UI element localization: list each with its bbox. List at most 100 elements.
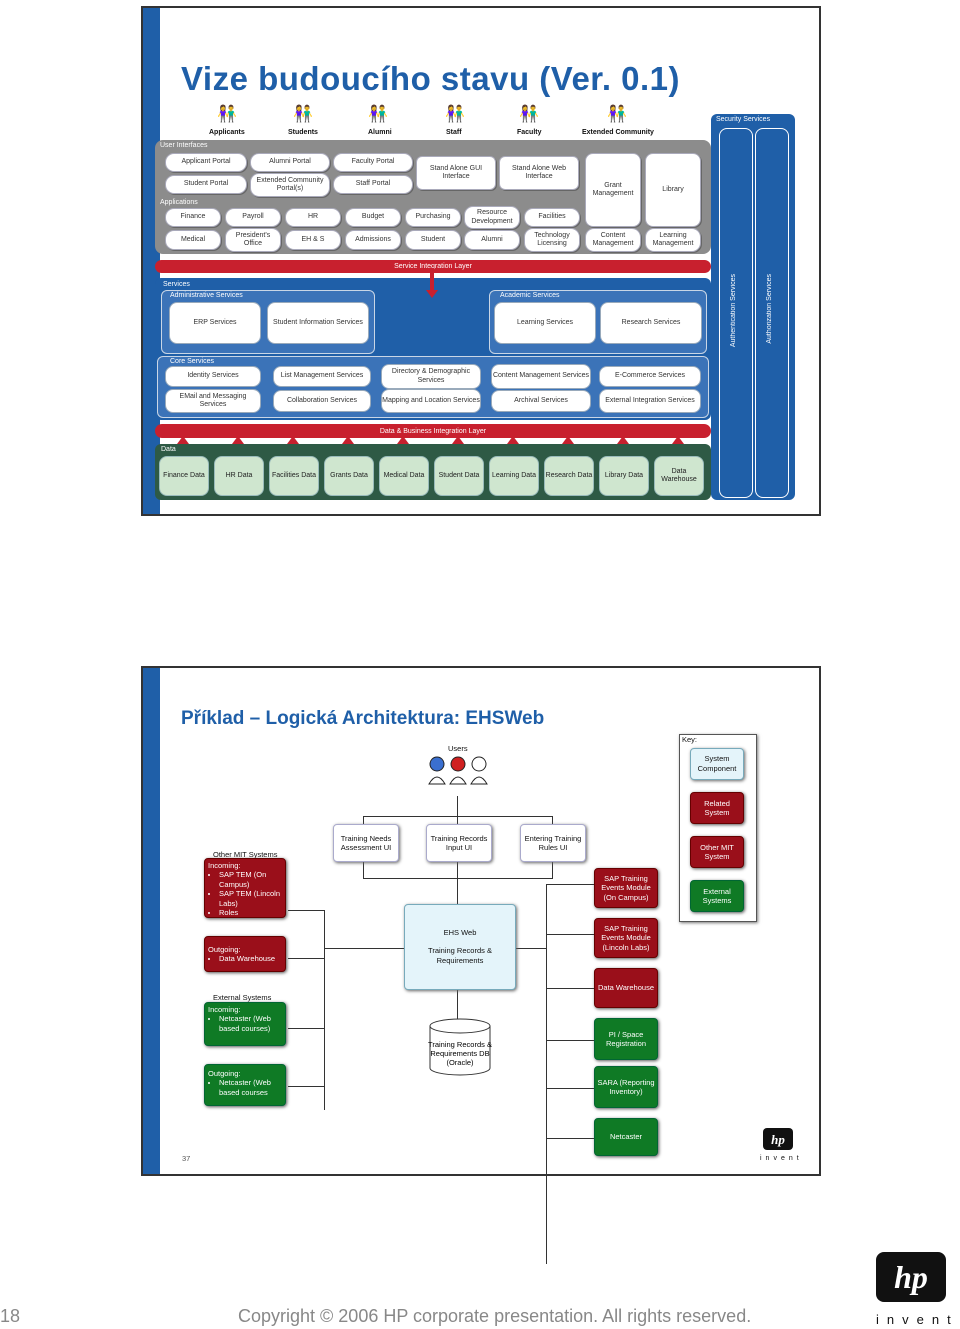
identity-services: Identity Services bbox=[165, 366, 261, 387]
app-alumni: Alumni bbox=[464, 230, 520, 250]
arrow-up-icon bbox=[397, 436, 409, 444]
arrow-up-icon bbox=[342, 436, 354, 444]
app-facilities: Facilities bbox=[524, 208, 580, 227]
line bbox=[546, 884, 547, 1264]
slide-sidebar bbox=[143, 668, 160, 1174]
list-item: Netcaster (Web based courses) bbox=[219, 1014, 282, 1033]
incoming-list: SAP TEM (On Campus) SAP TEM (Lincoln Lab… bbox=[208, 870, 282, 917]
arrow-shaft bbox=[430, 268, 434, 292]
service-integration-layer: Service Integration Layer bbox=[155, 260, 711, 273]
users-icon: 👫 bbox=[217, 106, 237, 123]
app-payroll: Payroll bbox=[225, 208, 281, 227]
app-technology-licensing: Technology Licensing bbox=[524, 228, 580, 252]
user-label: Students bbox=[288, 129, 318, 136]
key-other-mit-system: Other MIT System bbox=[690, 836, 744, 868]
archival-services: Archival Services bbox=[491, 390, 591, 412]
users-icon bbox=[428, 756, 488, 785]
other-mit-incoming: Incoming: SAP TEM (On Campus) SAP TEM (L… bbox=[204, 858, 286, 918]
data-label: Data bbox=[161, 446, 176, 453]
arrow-up-icon bbox=[617, 436, 629, 444]
app-purchasing: Purchasing bbox=[405, 208, 461, 227]
data-student: Student Data bbox=[434, 456, 484, 496]
line bbox=[546, 1040, 596, 1041]
data-warehouse: Data Warehouse bbox=[594, 968, 658, 1008]
list-item: SAP TEM (On Campus) bbox=[219, 870, 282, 889]
outgoing-label: Outgoing: bbox=[208, 945, 241, 954]
database-icon bbox=[429, 1018, 491, 1076]
outgoing-label: Outgoing: bbox=[208, 1069, 241, 1078]
library: Library bbox=[645, 153, 701, 227]
app-learning-management: Learning Management bbox=[645, 228, 701, 252]
data-grants: Grants Data bbox=[324, 456, 374, 496]
portal-applicant: Applicant Portal bbox=[165, 153, 247, 172]
line bbox=[363, 860, 364, 878]
grant-management: Grant Management bbox=[585, 153, 641, 227]
user-label: Extended Community bbox=[582, 129, 654, 136]
line bbox=[546, 1138, 596, 1139]
app-ehs: EH & S bbox=[285, 230, 341, 250]
authorization-label: Authorization Services bbox=[766, 274, 773, 344]
arrow-up-icon bbox=[287, 436, 299, 444]
data-medical: Medical Data bbox=[379, 456, 429, 496]
user-interfaces-label: User Interfaces bbox=[160, 142, 208, 149]
line bbox=[552, 860, 553, 878]
arrow-up-icon bbox=[672, 436, 684, 444]
logo-text: invent bbox=[876, 1312, 959, 1327]
erp-services: ERP Services bbox=[169, 302, 261, 344]
users-icon: 👫 bbox=[519, 106, 539, 123]
authentication-label: Authentication Services bbox=[730, 274, 737, 348]
line bbox=[457, 860, 458, 904]
slide-title: Vize budoucího stavu (Ver. 0.1) bbox=[181, 60, 681, 97]
authorization-services bbox=[755, 128, 789, 498]
slide-2: Příklad – Logická Architektura: EHSWeb U… bbox=[141, 666, 821, 1264]
data-business-integration-layer: Data & Business Integration Layer bbox=[155, 424, 711, 438]
app-student: Student bbox=[405, 230, 461, 250]
incoming-list: Netcaster (Web based courses) bbox=[208, 1014, 282, 1033]
student-information-services: Student Information Services bbox=[267, 302, 369, 344]
data-library: Library Data bbox=[599, 456, 649, 496]
sap-training-on-campus: SAP Training Events Module (On Campus) bbox=[594, 868, 658, 908]
data-facilities: Facilities Data bbox=[269, 456, 319, 496]
ehs-web: EHS Web Training Records & Requirements bbox=[404, 904, 516, 990]
list-management-services: List Management Services bbox=[273, 366, 371, 387]
app-budget: Budget bbox=[345, 208, 401, 227]
arrow-down-icon bbox=[426, 290, 438, 298]
arrow-up-icon bbox=[177, 436, 189, 444]
portal-extended-community: Extended Community Portal(s) bbox=[250, 173, 330, 197]
users-icon: 👫 bbox=[445, 106, 465, 123]
key-label: Key: bbox=[682, 735, 698, 744]
svg-text:hp: hp bbox=[771, 1132, 785, 1147]
arrow-up-icon bbox=[507, 436, 519, 444]
netcaster: Netcaster bbox=[594, 1118, 658, 1156]
mapping-location-services: Mapping and Location Services bbox=[381, 389, 481, 413]
data-finance: Finance Data bbox=[159, 456, 209, 496]
line bbox=[288, 910, 324, 911]
key-system-component: System Component bbox=[690, 748, 744, 780]
line bbox=[546, 1088, 596, 1089]
content-management-services: Content Management Services bbox=[491, 364, 591, 389]
key-external-systems: External Systems bbox=[690, 880, 744, 912]
list-item: Data Warehouse bbox=[219, 954, 282, 963]
outgoing-list: Netcaster (Web based courses bbox=[208, 1078, 282, 1097]
user-label: Faculty bbox=[517, 129, 542, 136]
external-outgoing: Outgoing: Netcaster (Web based courses bbox=[204, 1064, 286, 1106]
sara-reporting-inventory: SARA (Reporting Inventory) bbox=[594, 1066, 658, 1108]
arrow-up-icon bbox=[452, 436, 464, 444]
app-presidents-office: President's Office bbox=[225, 228, 281, 252]
pi-space-registration: PI / Space Registration bbox=[594, 1018, 658, 1060]
line bbox=[546, 934, 596, 935]
arrow-up-icon bbox=[232, 436, 244, 444]
core-services-label: Core Services bbox=[170, 358, 214, 365]
e-commerce-services: E-Commerce Services bbox=[599, 366, 701, 387]
other-mit-outgoing: Outgoing: Data Warehouse bbox=[204, 936, 286, 972]
users-label: Users bbox=[448, 744, 468, 753]
list-item: SAP TEM (Lincoln Labs) bbox=[219, 889, 282, 908]
users-icon: 👫 bbox=[293, 106, 313, 123]
svg-text:hp: hp bbox=[894, 1259, 928, 1295]
line bbox=[324, 948, 404, 949]
app-resource-development: Resource Development bbox=[464, 206, 520, 229]
line bbox=[457, 816, 458, 824]
line bbox=[457, 990, 458, 1024]
app-finance: Finance bbox=[165, 208, 221, 227]
research-services: Research Services bbox=[600, 302, 702, 344]
